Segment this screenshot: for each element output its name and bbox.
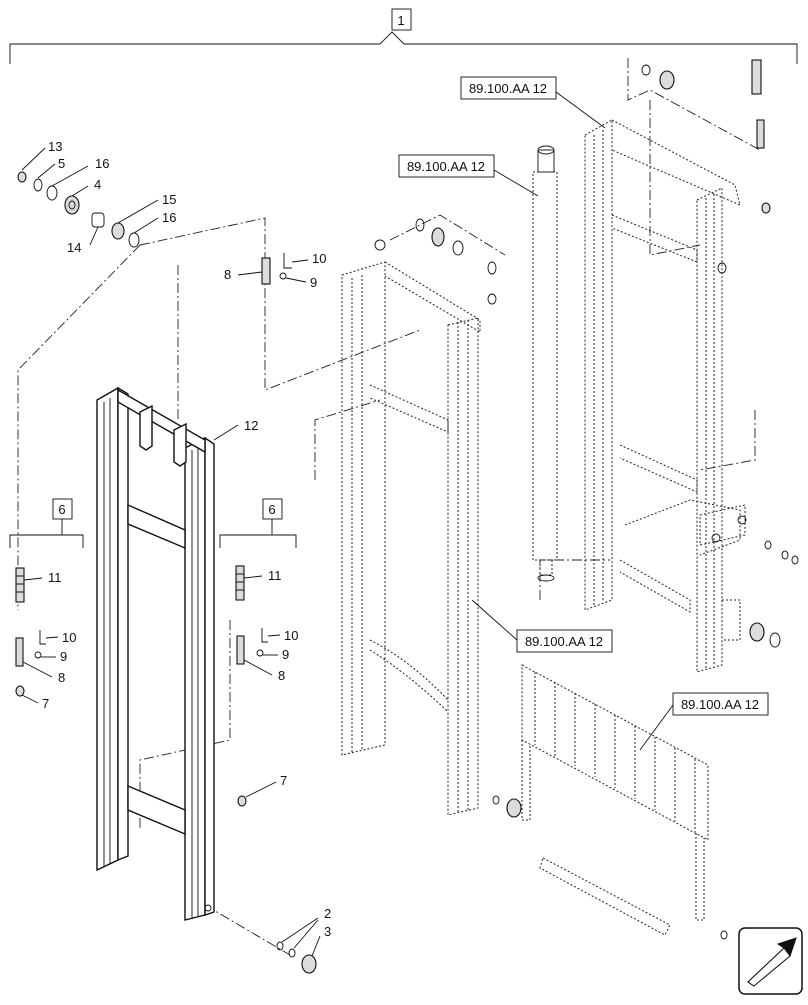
anchor-bolt <box>15 637 24 667</box>
roller <box>749 622 765 642</box>
washer <box>128 232 140 248</box>
reference-box-1 <box>460 76 557 100</box>
assembly-bracket: 1 <box>9 8 798 64</box>
inner-mast-reference <box>341 218 522 818</box>
nut <box>15 685 25 697</box>
part-label-11-left: 11 <box>48 570 62 585</box>
part-label-12: 12 <box>244 418 258 433</box>
roller-bearing <box>64 195 80 215</box>
part-label-14: 14 <box>67 240 81 255</box>
part-label-13: 13 <box>48 139 62 154</box>
part-label-4: 4 <box>94 177 101 192</box>
roller <box>301 954 317 974</box>
subassembly-number-left: 6 <box>58 502 65 517</box>
reference-box-3 <box>516 629 613 653</box>
chain-segment <box>751 59 762 95</box>
anchor-bolt <box>236 635 245 665</box>
load-backrest-reference <box>521 664 728 940</box>
bearing <box>111 222 125 240</box>
outer-mast-frame: 12 <box>96 386 258 921</box>
part-label-15: 15 <box>162 192 176 207</box>
reference-label-3: 89.100.AA 12 <box>525 634 603 649</box>
spacer-sleeve <box>91 212 105 228</box>
part-label-3: 3 <box>324 924 331 939</box>
washer <box>33 178 43 192</box>
anchor-bolt <box>261 257 271 285</box>
reference-label-1: 89.100.AA 12 <box>469 81 547 96</box>
part-label-9-right: 9 <box>282 647 289 662</box>
part-label-9-top: 9 <box>310 275 317 290</box>
chain-subassembly-left: 6 11 10 9 8 7 <box>9 498 84 711</box>
roller-hardware-set: 13 5 16 4 14 15 16 <box>17 139 176 255</box>
chain-segment <box>235 565 245 601</box>
part-label-16-b: 16 <box>162 210 176 225</box>
assembly-number: 1 <box>397 13 404 28</box>
lift-cylinder <box>532 145 558 582</box>
part-label-7-right: 7 <box>280 773 287 788</box>
pulley-pin <box>374 239 386 251</box>
reference-box-2 <box>398 154 495 178</box>
washer <box>46 185 58 201</box>
part-label-5: 5 <box>58 156 65 171</box>
reference-label-4: 89.100.AA 12 <box>681 697 759 712</box>
subassembly-number-right: 6 <box>268 502 275 517</box>
reference-label-2: 89.100.AA 12 <box>407 159 485 174</box>
bolt-head <box>17 171 27 183</box>
subassembly-callout-box-left <box>52 498 73 520</box>
sprocket <box>431 227 445 247</box>
reference-box-4 <box>672 692 769 716</box>
part-label-8-top: 8 <box>224 267 231 282</box>
sprocket <box>659 70 675 90</box>
part-label-16: 16 <box>95 156 109 171</box>
part-label-10-left: 10 <box>62 630 76 645</box>
assembly-callout-box <box>391 8 412 31</box>
roller <box>506 798 522 818</box>
reference-callouts: 89.100.AA 12 89.100.AA 12 89.100.AA 12 8… <box>398 76 769 751</box>
nut <box>237 795 247 807</box>
part-label-8-left: 8 <box>58 670 65 685</box>
part-label-9-left: 9 <box>60 649 67 664</box>
part-label-8-right: 8 <box>278 668 285 683</box>
part-label-7-left: 7 <box>42 696 49 711</box>
part-label-10-top: 10 <box>312 251 326 266</box>
bottom-hardware: 2 3 <box>276 906 331 974</box>
anchor-hardware-top: 8 10 9 <box>224 251 326 290</box>
part-label-10-right: 10 <box>284 628 298 643</box>
chain-segment <box>15 567 25 603</box>
outer-mast-reference <box>584 59 799 673</box>
subassembly-callout-box-right <box>262 498 283 520</box>
direction-arrow-icon <box>738 927 803 995</box>
chain-subassembly-right: 6 11 10 9 8 7 <box>219 498 298 807</box>
anchor-bolt <box>756 119 765 149</box>
part-label-2: 2 <box>324 906 331 921</box>
part-label-11-right: 11 <box>268 568 282 583</box>
